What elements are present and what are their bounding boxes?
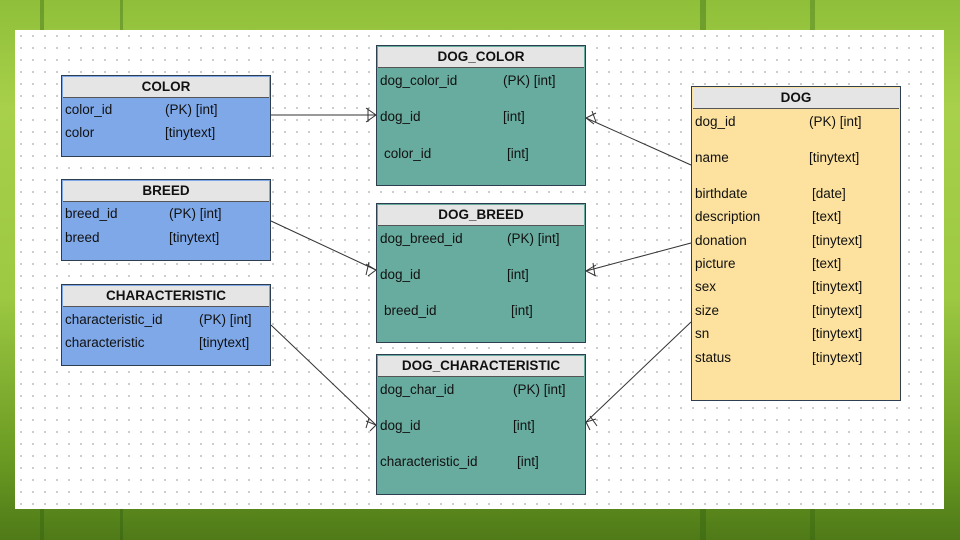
field-row: breed_id (PK) [int] [62, 205, 270, 223]
field-name: size [695, 303, 720, 318]
field-type: (PK) [int] [503, 73, 556, 88]
field-row: breed [tinytext] [62, 229, 270, 247]
field-name: dog_id [380, 267, 421, 282]
table-title: DOG_BREED [378, 205, 584, 226]
field-type: [tinytext] [812, 279, 863, 294]
field-row: donation [tinytext] [692, 232, 900, 250]
field-name: breed [65, 230, 100, 245]
table-title: BREED [63, 181, 269, 202]
field-name: characteristic_id [65, 312, 163, 327]
field-name: donation [695, 233, 747, 248]
field-type: (PK) [int] [169, 206, 222, 221]
field-type: [int] [513, 418, 535, 433]
field-type: [tinytext] [809, 150, 860, 165]
field-name: birthdate [695, 186, 748, 201]
field-type: [text] [812, 256, 842, 271]
field-type: [int] [507, 146, 529, 161]
field-name: dog_id [380, 109, 421, 124]
table-color[interactable]: COLOR color_id (PK) [int] color [tinytex… [61, 75, 271, 157]
field-name: breed_id [65, 206, 118, 221]
field-type: [int] [503, 109, 525, 124]
field-type: (PK) [int] [165, 102, 218, 117]
field-name: status [695, 350, 732, 365]
field-name: dog_id [380, 418, 421, 433]
field-row: dog_id (PK) [int] [692, 113, 900, 131]
table-dog-characteristic[interactable]: DOG_CHARACTERISTIC dog_char_id (PK) [int… [376, 354, 586, 495]
field-row: characteristic_id [int] [377, 453, 585, 471]
field-row: status [tinytext] [692, 349, 900, 367]
table-characteristic[interactable]: CHARACTERISTIC characteristic_id (PK) [i… [61, 284, 271, 366]
field-row: name [tinytext] [692, 149, 900, 167]
field-row: color [tinytext] [62, 124, 270, 142]
table-breed[interactable]: BREED breed_id (PK) [int] breed [tinytex… [61, 179, 271, 261]
field-type: [int] [507, 267, 529, 282]
table-title: COLOR [63, 77, 269, 98]
field-row: dog_id [int] [377, 266, 585, 284]
field-row: sn [tinytext] [692, 325, 900, 343]
field-name: dog_char_id [380, 382, 455, 397]
field-name: dog_color_id [380, 73, 458, 88]
field-type: (PK) [int] [809, 114, 862, 129]
field-name: color_id [384, 146, 432, 161]
field-type: [tinytext] [812, 326, 863, 341]
field-name: characteristic_id [380, 454, 478, 469]
field-name: description [695, 209, 761, 224]
field-row: dog_id [int] [377, 108, 585, 126]
field-name: sn [695, 326, 710, 341]
field-row: characteristic [tinytext] [62, 334, 270, 352]
field-row: color_id (PK) [int] [62, 101, 270, 119]
field-row: characteristic_id (PK) [int] [62, 311, 270, 329]
field-name: dog_breed_id [380, 231, 463, 246]
field-type: [date] [812, 186, 846, 201]
field-row: sex [tinytext] [692, 278, 900, 296]
field-name: color [65, 125, 95, 140]
table-dog-color[interactable]: DOG_COLOR dog_color_id (PK) [int] dog_id… [376, 45, 586, 186]
table-title: DOG_COLOR [378, 47, 584, 68]
field-type: (PK) [int] [199, 312, 252, 327]
field-type: [tinytext] [199, 335, 250, 350]
field-name: breed_id [384, 303, 437, 318]
table-title: DOG_CHARACTERISTIC [378, 356, 584, 377]
field-type: [tinytext] [169, 230, 220, 245]
field-name: picture [695, 256, 736, 271]
field-type: [tinytext] [165, 125, 216, 140]
field-row: size [tinytext] [692, 302, 900, 320]
field-row: dog_color_id (PK) [int] [377, 72, 585, 90]
field-name: dog_id [695, 114, 736, 129]
field-type: [tinytext] [812, 233, 863, 248]
field-name: characteristic [65, 335, 145, 350]
table-dog[interactable]: DOG dog_id (PK) [int] name [tinytext] bi… [691, 86, 901, 401]
field-row: dog_char_id (PK) [int] [377, 381, 585, 399]
field-type: [int] [517, 454, 539, 469]
field-name: sex [695, 279, 717, 294]
field-row: breed_id [int] [377, 302, 585, 320]
field-type: (PK) [int] [513, 382, 566, 397]
field-row: description [text] [692, 208, 900, 226]
field-row: color_id [int] [377, 145, 585, 163]
table-title: DOG [693, 88, 899, 109]
table-dog-breed[interactable]: DOG_BREED dog_breed_id (PK) [int] dog_id… [376, 203, 586, 343]
field-name: color_id [65, 102, 113, 117]
table-title: CHARACTERISTIC [63, 286, 269, 307]
field-name: name [695, 150, 729, 165]
field-row: picture [text] [692, 255, 900, 273]
field-type: [int] [511, 303, 533, 318]
field-type: [text] [812, 209, 842, 224]
field-type: [tinytext] [812, 303, 863, 318]
field-row: dog_breed_id (PK) [int] [377, 230, 585, 248]
field-type: (PK) [int] [507, 231, 560, 246]
field-row: dog_id [int] [377, 417, 585, 435]
field-row: birthdate [date] [692, 185, 900, 203]
field-type: [tinytext] [812, 350, 863, 365]
